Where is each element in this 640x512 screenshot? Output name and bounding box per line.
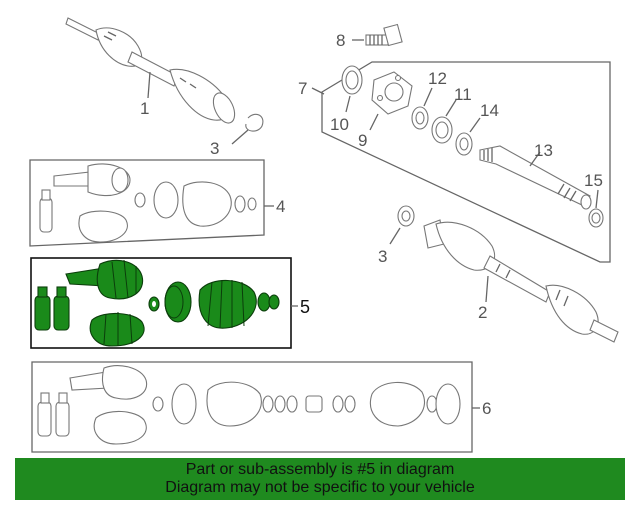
callout-3a: 3 <box>210 139 219 158</box>
seal-10[interactable] <box>341 65 363 95</box>
banner-line-1: Part or sub-assembly is #5 in diagram <box>185 461 455 478</box>
axle-shaft-1[interactable] <box>65 17 239 126</box>
bolt-8[interactable] <box>365 23 403 47</box>
callout-6: 6 <box>482 399 491 418</box>
callout-1: 1 <box>140 99 149 118</box>
group-6-parts[interactable] <box>37 365 461 445</box>
ring-12[interactable] <box>411 106 429 130</box>
callout-10: 10 <box>330 115 349 134</box>
clip-15[interactable] <box>588 208 604 228</box>
info-banner: Part or sub-assembly is #5 in diagram Di… <box>15 458 625 500</box>
group-6-outline <box>31 361 473 453</box>
group-7-outline <box>321 61 611 263</box>
callout-15: 15 <box>584 171 603 190</box>
callout-13: 13 <box>534 141 553 160</box>
group-4-parts[interactable] <box>39 163 257 243</box>
ring-14[interactable] <box>455 132 473 156</box>
intermediate-shaft-13[interactable] <box>479 145 592 210</box>
callout-5: 5 <box>300 297 310 317</box>
group-4-outline <box>29 159 265 247</box>
banner-line-2: Diagram may not be specific to your vehi… <box>165 479 475 496</box>
callout-3b: 3 <box>378 247 387 266</box>
callout-7: 7 <box>298 79 307 98</box>
clip-3-lower[interactable] <box>397 205 415 227</box>
axle-shaft-2[interactable] <box>423 219 619 343</box>
callout-9: 9 <box>358 131 367 150</box>
callout-8: 8 <box>336 31 345 50</box>
group-5-parts[interactable] <box>34 259 280 347</box>
callout-4: 4 <box>276 197 285 216</box>
callout-2: 2 <box>478 303 487 322</box>
bearing-bracket-9[interactable] <box>371 71 413 115</box>
group-5-box[interactable] <box>30 257 292 349</box>
callout-14: 14 <box>480 101 499 120</box>
callout-12: 12 <box>428 69 447 88</box>
bearing-11[interactable] <box>431 116 453 144</box>
callout-11: 11 <box>454 85 472 104</box>
clip-3-upper[interactable] <box>245 113 264 132</box>
